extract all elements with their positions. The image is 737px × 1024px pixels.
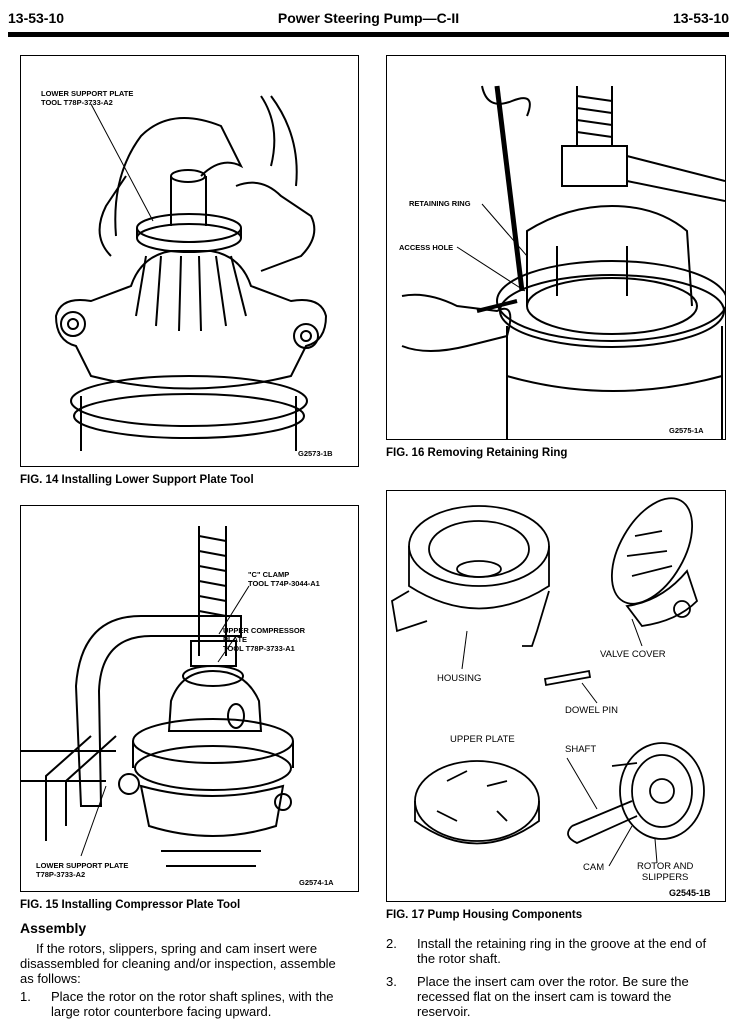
callout-line: "C" CLAMP	[248, 570, 290, 579]
text-line: as follows:	[20, 971, 81, 986]
callout-line: TOOL T74P-3044-A1	[248, 579, 320, 588]
step-2-text: Install the retaining ring in the groove…	[417, 936, 727, 966]
text-line: reservoir.	[417, 1004, 471, 1019]
callout-line: PLATE	[223, 635, 248, 644]
compressor-plate-clamp-drawing	[21, 526, 294, 867]
page-number-right: 13-53-10	[672, 10, 729, 26]
label-line: SLIPPERS	[641, 872, 689, 883]
pump-lower-plate-drawing	[54, 95, 328, 451]
label-shaft: SHAFT	[565, 744, 597, 755]
text-line: the rotor shaft.	[417, 951, 501, 966]
step-1-text: Place the rotor on the rotor shaft splin…	[51, 989, 361, 1019]
figure-15-caption: FIG. 15 Installing Compressor Plate Tool	[20, 899, 241, 911]
label-upper-plate: UPPER PLATE	[450, 734, 515, 745]
text-line: If the rotors, slippers, spring and cam …	[36, 941, 318, 956]
text-line: recessed flat on the insert cam is towar…	[417, 989, 672, 1004]
callout-c-clamp: "C" CLAMP TOOL T74P-3044-A1	[248, 570, 320, 588]
label-line: ROTOR AND	[637, 861, 694, 872]
step-3-number: 3.	[386, 974, 397, 989]
callout-line: LOWER SUPPORT PLATE	[36, 861, 129, 870]
figure-14-illustration: LOWER SUPPORT PLATE TOOL T78P-3733-A2 G2…	[20, 55, 359, 467]
figure-code: G2573-1B	[298, 449, 333, 458]
callout-upper-compressor-plate: UPPER COMPRESSOR PLATE TOOL T78P-3733-A1	[223, 626, 305, 653]
text-line: Place the insert cam over the rotor. Be …	[417, 974, 689, 989]
text-line: disassembled for cleaning and/or inspect…	[20, 956, 336, 971]
header-rule	[8, 32, 729, 37]
step-3-text: Place the insert cam over the rotor. Be …	[417, 974, 727, 1019]
callout-line: TOOL T78P-3733-A2	[41, 98, 113, 107]
label-rotor-and-slippers: ROTOR AND SLIPPERS	[637, 861, 693, 883]
figure-15-illustration: "C" CLAMP TOOL T74P-3044-A1 UPPER COMPRE…	[20, 505, 359, 892]
section-heading-assembly: Assembly	[20, 920, 87, 936]
figure-code: G2545-1B	[669, 888, 711, 898]
page-title: Power Steering Pump—C-II	[277, 10, 460, 26]
text-line: Install the retaining ring in the groove…	[417, 936, 707, 951]
callout-line: LOWER SUPPORT PLATE	[41, 89, 134, 98]
figure-16-illustration: RETAINING RING ACCESS HOLE G2575-1A	[386, 55, 726, 440]
label-housing: HOUSING	[437, 673, 482, 684]
assembly-intro: If the rotors, slippers, spring and cam …	[20, 941, 360, 986]
text-line: large rotor counterbore facing upward.	[51, 1004, 272, 1019]
step-2-number: 2.	[386, 936, 397, 951]
label-valve-cover: VALVE COVER	[600, 649, 666, 660]
callout-lower-support-plate: LOWER SUPPORT PLATE T78P-3733-A2	[36, 861, 128, 879]
callout-access-hole: ACCESS HOLE	[399, 243, 454, 252]
figure-code: G2575-1A	[669, 426, 704, 435]
text-line: Place the rotor on the rotor shaft splin…	[51, 989, 334, 1004]
label-dowel-pin: DOWEL PIN	[565, 705, 618, 716]
page-header: 13-53-10 Power Steering Pump—C-II 13-53-…	[8, 8, 729, 30]
pump-components-drawing	[391, 497, 705, 867]
label-cam: CAM	[583, 862, 605, 873]
figure-16-caption: FIG. 16 Removing Retaining Ring	[386, 447, 568, 459]
callout-retaining-ring: RETAINING RING	[409, 199, 471, 208]
retaining-ring-removal-drawing	[401, 85, 725, 439]
callout-line: UPPER COMPRESSOR	[223, 626, 306, 635]
step-1-number: 1.	[20, 989, 31, 1004]
callout-line: TOOL T78P-3733-A1	[223, 644, 295, 653]
figure-17-illustration: VALVE COVER HOUSING DOWEL PIN UPPER PLAT…	[386, 490, 726, 902]
figure-14-caption: FIG. 14 Installing Lower Support Plate T…	[20, 474, 254, 486]
page-number-left: 13-53-10	[8, 10, 65, 26]
callout-lower-support-plate: LOWER SUPPORT PLATE TOOL T78P-3733-A2	[41, 89, 133, 107]
callout-line: T78P-3733-A2	[36, 870, 86, 879]
figure-17-caption: FIG. 17 Pump Housing Components	[386, 909, 583, 921]
figure-code: G2574-1A	[299, 878, 334, 887]
